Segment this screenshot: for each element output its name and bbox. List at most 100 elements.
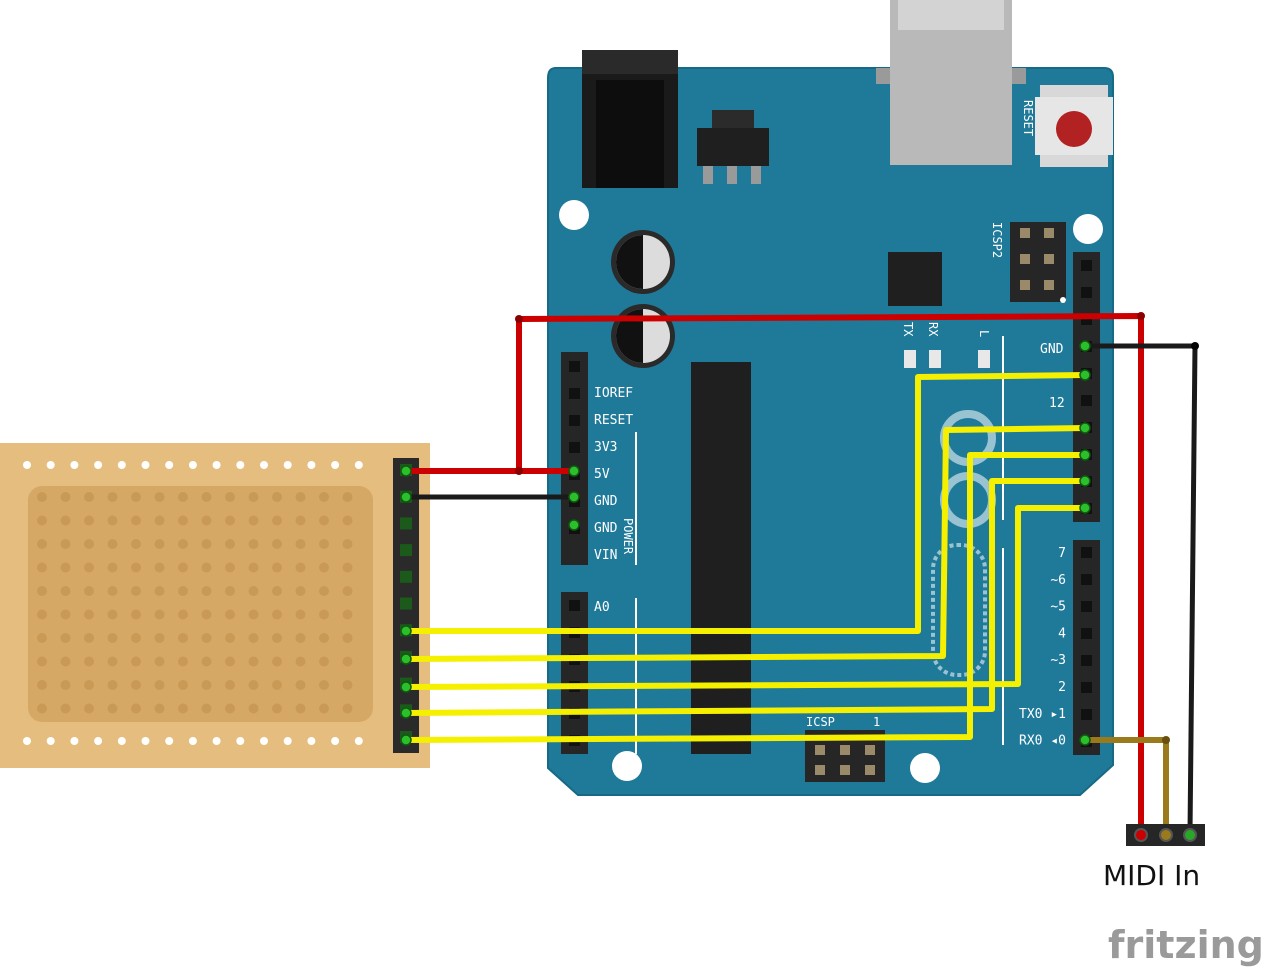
perf-hole	[236, 737, 245, 745]
perfboard	[0, 443, 430, 768]
perf-pad	[131, 492, 141, 502]
perf-pad	[178, 515, 188, 526]
perf-pad	[84, 633, 94, 643]
perf-hole	[354, 737, 363, 745]
perf-pad	[37, 586, 47, 596]
perf-hole	[117, 737, 126, 745]
midi-in-caption: MIDI In	[1103, 859, 1200, 892]
wire-endpoint	[1079, 475, 1091, 487]
perf-pad	[37, 539, 47, 549]
perf-pad	[107, 633, 118, 643]
wire-endpoint	[1079, 422, 1091, 434]
perf-pad	[84, 656, 94, 667]
perf-hole	[283, 461, 292, 469]
red-wire	[516, 313, 1144, 836]
digital-12-label: 12	[1049, 396, 1065, 411]
perf-pad	[295, 539, 306, 549]
perf-pad	[84, 609, 94, 620]
perf-pad	[131, 515, 141, 526]
perf-pad	[248, 609, 259, 620]
perf-pad	[107, 539, 118, 549]
wire-endpoint	[568, 465, 580, 477]
wire-endpoint	[400, 625, 412, 637]
wire-endpoint	[1079, 369, 1091, 381]
power-pin-label: IOREF	[594, 386, 633, 401]
perf-hole	[212, 461, 221, 469]
perf-pad	[60, 656, 71, 667]
perf-pad	[248, 586, 259, 596]
signal-wires-yellow	[403, 372, 1088, 743]
perf-pad	[84, 586, 94, 596]
perf-pad	[37, 633, 47, 643]
perf-pad	[319, 562, 329, 573]
status-leds: TX RX L	[901, 322, 991, 368]
header-pin	[400, 517, 412, 530]
reset-label: RESET	[1021, 100, 1035, 136]
wire-endpoint	[400, 653, 412, 665]
perf-pad	[342, 586, 353, 596]
perf-pad	[225, 539, 235, 549]
header-pin	[1020, 280, 1030, 290]
icsp2-label: ICSP2	[990, 222, 1004, 258]
perf-pad	[131, 586, 141, 596]
perf-pad	[154, 633, 165, 643]
header-pin	[569, 415, 580, 426]
perf-hole	[283, 737, 292, 745]
perf-pad	[60, 680, 71, 690]
perf-pad	[154, 515, 165, 526]
mounting-hole	[1073, 214, 1103, 244]
perf-pad	[178, 492, 188, 502]
perf-pad	[342, 703, 353, 714]
perf-pad	[60, 539, 71, 549]
perf-pad	[272, 539, 282, 549]
wire-endpoint	[400, 465, 412, 477]
perf-pad	[319, 680, 329, 690]
analog-pin-a0-label: A0	[594, 600, 610, 615]
perf-pad	[342, 515, 353, 526]
perf-hole	[260, 461, 268, 469]
perf-pad	[342, 609, 353, 620]
perf-hole	[70, 461, 79, 469]
perf-pad	[178, 656, 188, 667]
voltage-regulator	[697, 110, 769, 184]
perf-pad	[295, 656, 306, 667]
perf-pad	[295, 515, 306, 526]
wire-endpoint	[400, 681, 412, 693]
reset-button[interactable]: RESET	[1021, 85, 1113, 167]
header-pin	[1081, 287, 1092, 298]
perf-pad	[201, 703, 212, 714]
perf-pad	[225, 492, 235, 502]
perf-pad	[225, 633, 235, 643]
perf-pad	[107, 515, 118, 526]
digital-pin-label: 7	[1058, 546, 1066, 561]
perf-pad	[107, 656, 118, 667]
header-pin	[1081, 260, 1092, 271]
perf-hole	[331, 737, 340, 745]
perf-hole	[307, 461, 316, 469]
mounting-hole	[910, 753, 940, 783]
perf-pad	[107, 703, 118, 714]
perf-pad	[201, 656, 212, 667]
perf-pad	[225, 562, 235, 573]
perf-hole	[46, 461, 55, 469]
perf-pad	[319, 633, 329, 643]
perf-pad	[154, 586, 165, 596]
perf-pad	[272, 680, 282, 690]
header-pin	[1081, 709, 1092, 720]
perf-pad	[154, 609, 165, 620]
perf-pad	[107, 680, 118, 690]
perf-pad	[178, 609, 188, 620]
perf-pad	[319, 586, 329, 596]
header-pin	[1044, 280, 1054, 290]
perf-pad	[84, 703, 94, 714]
tx-led-label: TX	[901, 322, 915, 337]
perf-pad	[60, 562, 71, 573]
perf-hole	[141, 737, 150, 745]
icsp-label: ICSP	[806, 715, 835, 729]
perf-hole	[94, 461, 103, 469]
perf-pad	[248, 515, 259, 526]
power-pin-label: RESET	[594, 413, 633, 428]
header-pin	[1081, 601, 1092, 612]
digital-header-upper: GND 12	[1002, 252, 1100, 522]
perf-pad	[201, 539, 212, 549]
